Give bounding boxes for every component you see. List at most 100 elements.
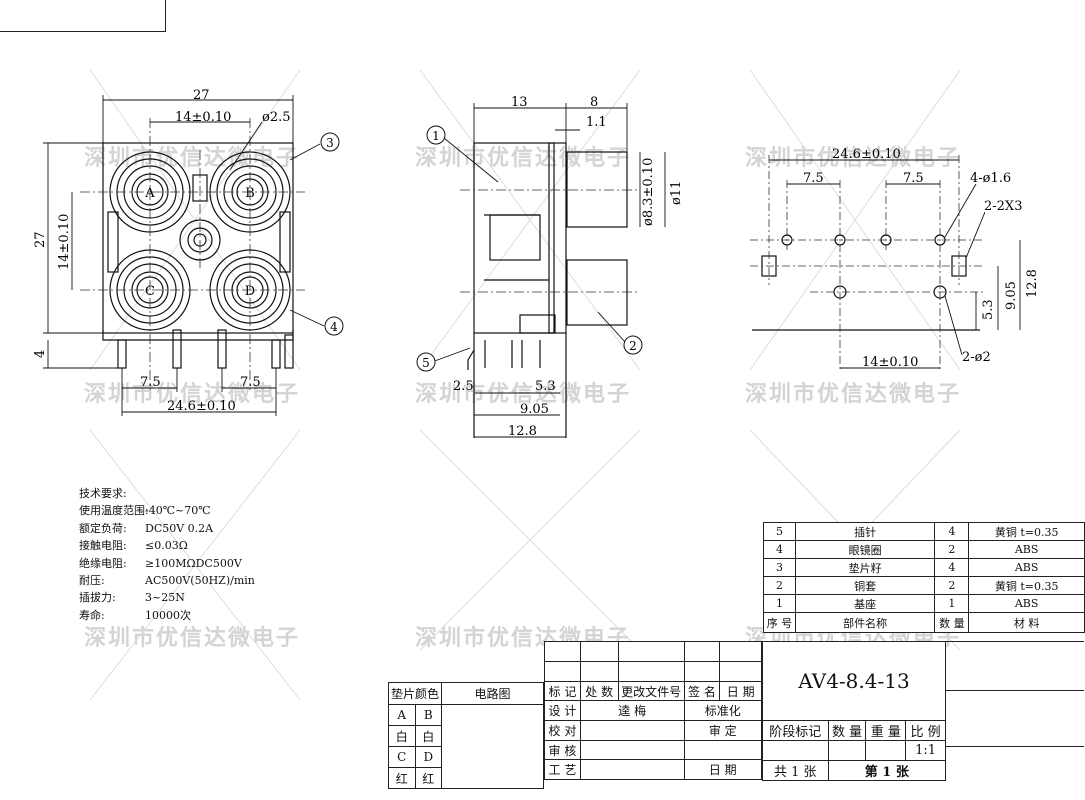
dim-side-5-3: 5.3 [535, 379, 556, 394]
designer-name: 逵 梅 [579, 700, 685, 721]
dim-pcb-right: 7.5 [903, 171, 924, 186]
callout-2: 2 [629, 339, 637, 353]
bom-qty: 2 [934, 576, 970, 595]
quantity-label: 数 量 [827, 720, 867, 741]
rev-header: 签 名 [683, 681, 721, 701]
color-cell: 白 [414, 725, 443, 747]
requirement-row: 额定负荷:DC50V 0.2A [79, 520, 255, 537]
dim-front-pin-left: 7.5 [140, 375, 161, 390]
color-cell: D [414, 746, 443, 768]
requirements-title: 技术要求: [79, 487, 127, 500]
requirement-key: 绝缘电阻: [79, 556, 127, 570]
bom-header: 序 号部件名称数 量材 料 [763, 612, 1085, 633]
bom-header-material: 材 料 [968, 612, 1085, 633]
requirement-row: 插拔力: 3~25N [79, 589, 255, 606]
bom-material: 黄铜 t=0.35 [968, 576, 1085, 595]
requirement-value: 3~25N [145, 591, 185, 605]
bom-no: 3 [763, 558, 796, 577]
bom-no: 1 [763, 594, 796, 613]
callout-holes: 4-ø1.6 [970, 171, 1011, 186]
approve-label: 审 定 [683, 720, 763, 741]
dim-pcb-12-8: 12.8 [1025, 269, 1040, 298]
bom-name: 铜套 [794, 576, 936, 595]
dim-pcb-5-3: 5.3 [981, 299, 996, 320]
callout-1: 1 [432, 129, 440, 143]
requirement-value: -40℃~70℃ [145, 504, 211, 518]
title-table: AV4-8.4-13 阶段标记数 量重 量比 例 1:1 共 1 张第 1 张 [762, 641, 947, 781]
front-view [102, 142, 294, 369]
requirement-row: 使用温度范围:-40℃~70℃ [79, 502, 255, 519]
total-sheets: 共 1 张 [762, 760, 829, 781]
dim-side-8: 8 [590, 95, 598, 110]
weight-label: 重 量 [865, 720, 907, 741]
requirement-key: 插拔力: [79, 591, 116, 605]
bom-qty: 2 [934, 540, 970, 559]
sheet-number: 第 1 张 [827, 760, 947, 781]
title-extension [946, 641, 1084, 798]
requirement-row: 绝缘电阻: ≥100MΩDC500V [79, 555, 255, 572]
requirement-value: AC500V(50HZ)/min [145, 574, 255, 588]
callout-3: 3 [326, 136, 334, 150]
bom-no: 5 [763, 522, 796, 541]
dim-front-hole: ø2.5 [262, 110, 291, 125]
jack-labels: A B C D [144, 186, 255, 299]
pcb-layout [752, 234, 980, 331]
side-callouts [416, 125, 643, 372]
dim-front-pitch-left: 14±0.10 [57, 214, 72, 270]
dim-pcb-9-05: 9.05 [1004, 281, 1019, 310]
side-dimensions [431, 103, 666, 438]
bom-material: ABS [968, 558, 1085, 577]
process-label: 工 艺 [544, 759, 581, 780]
side-view [467, 142, 628, 438]
color-cell: 白 [388, 725, 416, 747]
dim-front-width: 27 [193, 88, 210, 103]
jack-label-d: D [245, 284, 255, 299]
requirement-row: 接触电阻:≤0.03Ω [79, 537, 255, 554]
dim-front-pin-right: 7.5 [240, 375, 261, 390]
requirement-value: ≥100MΩDC500V [145, 556, 242, 570]
design-label: 设 计 [544, 700, 581, 721]
jack-label-b: B [245, 186, 255, 201]
bom-name: 眼镜圈 [794, 540, 936, 559]
pcb-dimensions [769, 159, 1021, 369]
requirement-value: DC50V 0.2A [145, 521, 214, 535]
dim-front-pitch-top: 14±0.10 [175, 110, 231, 125]
front-dimensions [43, 95, 325, 416]
front-centerlines [80, 118, 305, 390]
requirement-row: 耐压:AC500V(50HZ)/min [79, 572, 255, 589]
jack-label-a: A [144, 186, 155, 201]
review-label: 审 核 [544, 740, 581, 760]
color-cell: 红 [388, 767, 416, 789]
requirement-key: 使用温度范围: [79, 504, 149, 518]
color-cell: 红 [414, 767, 443, 789]
dim-front-height: 27 [33, 231, 48, 248]
bom-name: 插针 [794, 522, 936, 541]
callout-5: 5 [422, 356, 430, 370]
bom-qty: 1 [934, 594, 970, 613]
bom-header-name: 部件名称 [794, 612, 936, 633]
watermark: 深圳市优信达微电子 [415, 382, 632, 407]
corner-frame [0, 0, 166, 32]
color-cell: B [414, 704, 443, 726]
color-cell: A [388, 704, 416, 726]
dim-pcb-top: 24.6±0.10 [832, 147, 901, 162]
watermark: 深圳市优信达微电子 [415, 146, 632, 171]
circuit-header: 电路图 [441, 682, 544, 705]
callout-4: 4 [330, 320, 338, 334]
stage-label: 阶段标记 [762, 720, 829, 741]
check-label: 校 对 [544, 720, 581, 741]
dim-pcb-left: 7.5 [803, 171, 824, 186]
rev-header: 标 记 [544, 681, 581, 701]
requirement-row: 寿命:10000次 [79, 607, 255, 624]
bom-no: 2 [763, 576, 796, 595]
dim-side-12-8: 12.8 [508, 424, 537, 439]
requirement-value: 10000次 [145, 608, 191, 622]
bom-no: 4 [763, 540, 796, 559]
watermark: 深圳市优信达微电子 [745, 146, 962, 171]
